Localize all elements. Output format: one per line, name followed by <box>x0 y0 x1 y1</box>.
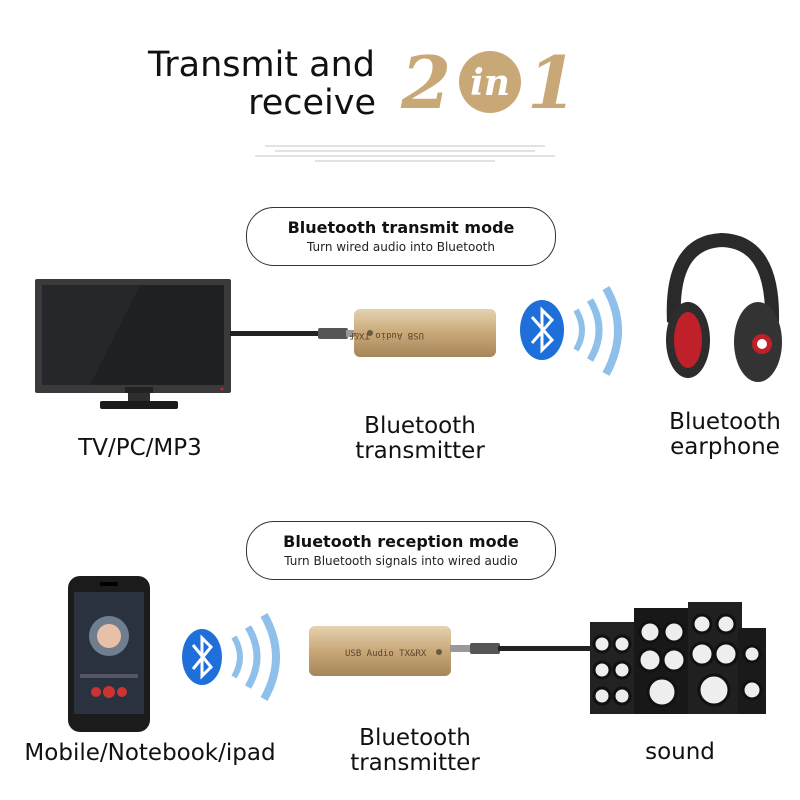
dongle-text-bottom: USB Audio TX&RX <box>345 649 427 659</box>
label-transmitter-bottom: Bluetooth transmitter <box>335 726 495 776</box>
two-in-one-badge: 2 in 1 <box>400 40 577 120</box>
speakers-icon <box>590 602 766 714</box>
dongle-text-top: USB Audio TX&RX <box>350 330 424 340</box>
smartphone-icon <box>68 576 150 732</box>
label-transmitter-top-line2: transmitter <box>355 438 485 464</box>
reception-mode-title: Bluetooth reception mode <box>283 532 519 551</box>
label-transmitter-top: Bluetooth transmitter <box>340 414 500 464</box>
audio-cable-bottom <box>450 643 595 654</box>
headphones-icon <box>666 232 782 382</box>
label-tv: TV/PC/MP3 <box>78 435 202 461</box>
label-earphone-line2: earphone <box>670 434 780 460</box>
badge-in: in <box>470 62 510 104</box>
badge-circle <box>459 51 521 113</box>
reception-mode-subtitle: Turn Bluetooth signals into wired audio <box>284 554 518 568</box>
label-sound: sound <box>645 739 715 765</box>
reception-mode-box: Bluetooth reception mode Turn Bluetooth … <box>246 521 556 580</box>
label-mobile: Mobile/Notebook/ipad <box>24 740 276 766</box>
usb-dongle-bottom: USB Audio TX&RX <box>309 626 451 676</box>
label-earphone: Bluetooth earphone <box>655 410 795 460</box>
bluetooth-icon <box>520 286 622 376</box>
label-transmitter-top-line1: Bluetooth <box>364 413 476 439</box>
label-transmitter-bottom-line1: Bluetooth <box>359 725 471 751</box>
title-line-2: receive <box>248 83 376 123</box>
transmit-mode-title: Bluetooth transmit mode <box>287 218 515 237</box>
faint-decoration <box>255 142 555 165</box>
transmit-mode-subtitle: Turn wired audio into Bluetooth <box>306 240 495 254</box>
page-title: Transmit and receive <box>148 46 378 122</box>
label-earphone-line1: Bluetooth <box>669 409 781 435</box>
usb-dongle-top: USB Audio TX&RX <box>350 309 496 357</box>
badge-two: 2 <box>400 40 451 120</box>
bluetooth-icon-bottom <box>182 613 280 701</box>
title-line-1: Transmit and <box>148 45 376 85</box>
badge-one: 1 <box>527 40 577 120</box>
tv-icon <box>35 279 231 409</box>
label-transmitter-bottom-line2: transmitter <box>350 750 480 776</box>
audio-cable-top <box>230 328 368 339</box>
transmit-mode-box: Bluetooth transmit mode Turn wired audio… <box>246 207 556 266</box>
